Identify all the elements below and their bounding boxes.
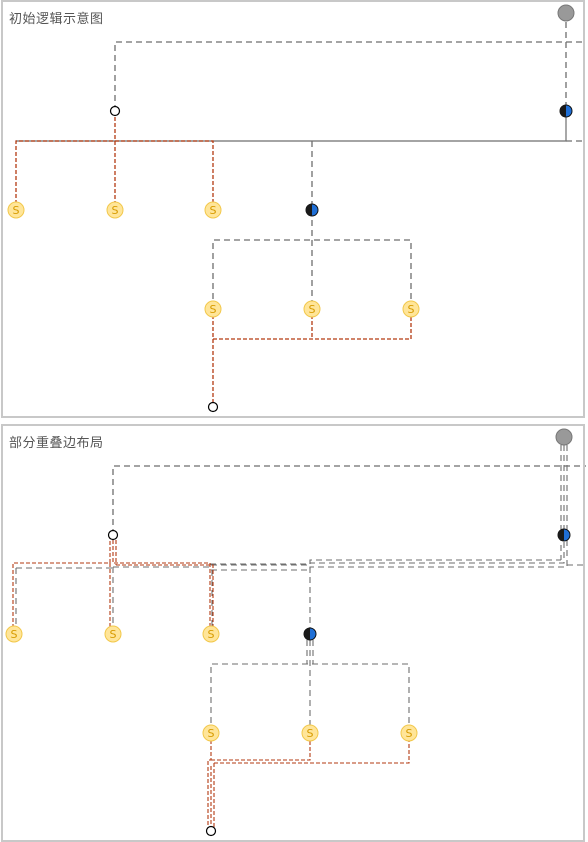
edge-top-frame bbox=[112, 465, 586, 535]
open-node-top[interactable] bbox=[109, 105, 121, 117]
s-node-label: S bbox=[11, 628, 18, 641]
panel-overlapping-edges: 部分重叠边布局 bbox=[1, 424, 585, 842]
edge-red-lower bbox=[207, 740, 410, 831]
edge-mid-to-leaves bbox=[210, 640, 410, 733]
edge-red-upper bbox=[15, 111, 214, 210]
s-node[interactable]: S bbox=[7, 201, 25, 219]
s-node-label: S bbox=[210, 204, 217, 217]
s-node[interactable]: S bbox=[104, 625, 122, 643]
s-node-label: S bbox=[406, 727, 413, 740]
half-node-mid[interactable] bbox=[303, 627, 317, 641]
panel-initial-logic: 初始逻辑示意图 bbox=[1, 0, 585, 418]
root-node[interactable] bbox=[555, 428, 573, 446]
s-node-label: S bbox=[408, 303, 415, 316]
s-node[interactable]: S bbox=[5, 625, 23, 643]
s-node[interactable]: S bbox=[402, 300, 420, 318]
root-node[interactable] bbox=[557, 4, 575, 22]
bottom-nodes: S S S S S S bbox=[5, 428, 573, 837]
panel-title: 部分重叠边布局 bbox=[9, 436, 104, 451]
s-node-label: S bbox=[110, 628, 117, 641]
open-node-bottom[interactable] bbox=[207, 401, 219, 413]
s-node[interactable]: S bbox=[301, 724, 319, 742]
half-node-right[interactable] bbox=[559, 104, 573, 118]
edge-bus-b bbox=[16, 535, 565, 569]
s-node-label: S bbox=[208, 628, 215, 641]
s-node[interactable]: S bbox=[106, 201, 124, 219]
s-node-label: S bbox=[309, 303, 316, 316]
edge-leaf-drops bbox=[15, 567, 213, 634]
s-node[interactable]: S bbox=[303, 300, 321, 318]
edge-root-drop bbox=[560, 445, 568, 560]
half-node-mid[interactable] bbox=[305, 203, 319, 217]
s-node[interactable]: S bbox=[204, 201, 222, 219]
s-node-label: S bbox=[112, 204, 119, 217]
s-node[interactable]: S bbox=[202, 625, 220, 643]
top-edges bbox=[15, 22, 586, 407]
edge-mid-to-leaves bbox=[212, 210, 412, 309]
edge-main-bus bbox=[16, 111, 567, 142]
s-node-label: S bbox=[210, 303, 217, 316]
s-node[interactable]: S bbox=[204, 300, 222, 318]
open-node-bottom[interactable] bbox=[205, 825, 217, 837]
s-node[interactable]: S bbox=[202, 724, 220, 742]
s-node[interactable]: S bbox=[400, 724, 418, 742]
half-node-right[interactable] bbox=[557, 528, 571, 542]
edge-red-lower bbox=[212, 309, 412, 407]
top-nodes: S S S S S S bbox=[7, 4, 575, 413]
s-node-label: S bbox=[307, 727, 314, 740]
edge-top-frame bbox=[114, 41, 586, 111]
s-node-label: S bbox=[13, 204, 20, 217]
s-node-label: S bbox=[208, 727, 215, 740]
edge-red-upper bbox=[12, 535, 211, 634]
bottom-edges bbox=[12, 445, 586, 831]
open-node-top[interactable] bbox=[107, 529, 119, 541]
panel-title: 初始逻辑示意图 bbox=[9, 12, 104, 27]
edge-red-upper-b bbox=[109, 563, 214, 634]
